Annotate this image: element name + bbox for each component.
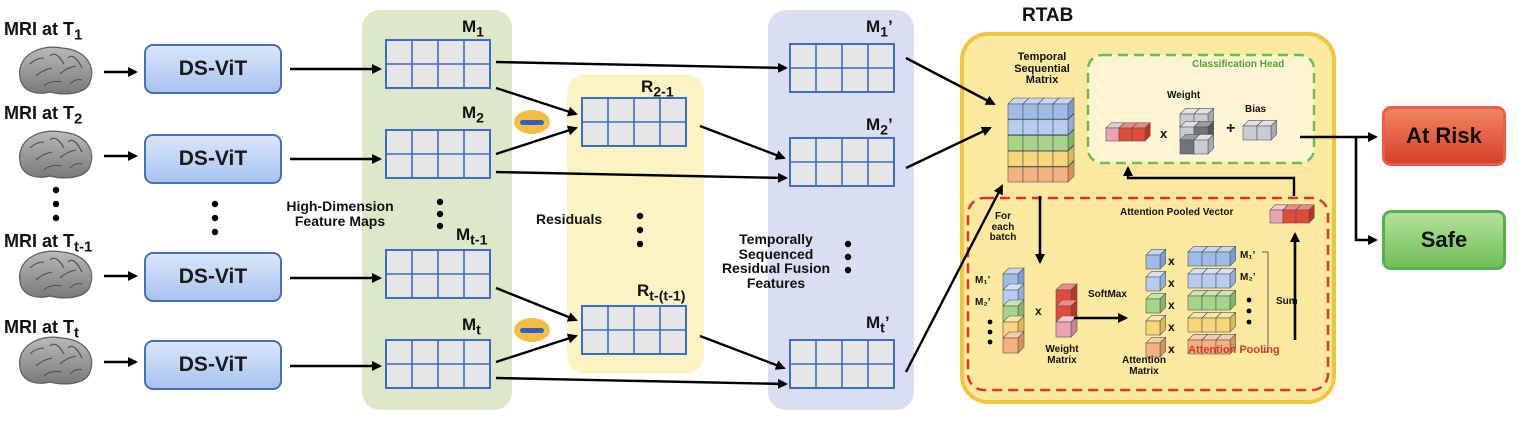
fusion-label-1: M1’ [866,17,893,41]
sum-bracket [1262,251,1269,353]
head-plus-sign: + [1226,120,1236,137]
ellipsis-residuals [636,212,644,248]
feature-map-grid-2 [385,129,491,179]
bias-label: Bias [1245,104,1267,115]
fusion-panel [768,10,914,410]
head-input-vector [1105,122,1151,142]
ellipsis-mri [52,186,60,222]
feature-map-label-1: M1 [462,17,485,41]
feature-map-grid-4 [385,339,491,389]
ellipsis-dsvit [211,200,219,236]
mri-label-t: MRI at Tt [4,317,79,342]
attention-pooled-vector-label: Attention Pooled Vector [1120,207,1234,218]
attn-row-label-1: M₁’ [1240,250,1256,261]
temporal-sequential-matrix [1007,97,1075,183]
ellipsis-attention [1246,297,1252,325]
attention-row-5 [1187,333,1237,355]
subtract-operator-2 [514,318,550,342]
mri-label-t2: MRI at T2 [4,103,83,128]
brain-mri-tminus1 [19,250,93,299]
ellipsis-batch [987,319,993,345]
feature-map-label-2: M2 [462,103,485,127]
arrow-m1-to-m1prime [495,60,788,73]
feature-map-panel [362,10,512,410]
ellipsis-fusion [844,240,852,274]
head-bias-vector [1242,119,1278,141]
batch-row-label-2: M₂’ [975,297,991,308]
arrow-mt1-to-rt [495,286,578,322]
attention-row-3 [1187,289,1237,311]
arrow-head-to-safe [1354,137,1378,245]
ds-vit-block-1: DS-ViT [144,44,282,94]
feature-map-grid-3 [385,249,491,299]
head-weight-matrix [1179,107,1215,155]
feature-map-grid-1 [385,39,491,89]
arrow-m2prime-to-tsm [905,126,992,170]
mri-label-tminus1: MRI at Tt-1 [4,231,93,256]
attention-matrix-column [1145,248,1167,358]
arrow-m1-to-r21 [495,86,578,117]
batch-row-label-1: M₁’ [975,275,991,286]
safe-output: Safe [1382,210,1506,270]
attention-pooling-box [966,196,1330,392]
at-risk-output: At Risk [1382,106,1506,166]
arrow-pooled-to-head [1123,166,1296,196]
fusion-grid-3 [789,339,895,389]
feature-map-label-tminus1: Mt-1 [456,225,488,249]
weight-label: Weight [1167,90,1201,101]
attention-pooling-title: Attention Pooling [1188,344,1280,356]
batch-times-sign: x [1035,304,1042,318]
sum-label: Sum [1276,296,1298,307]
residual-grid-1 [581,97,687,147]
arrow-rt-to-mtprime [699,334,786,370]
rtab-title: RTAB [1022,5,1074,26]
ellipsis-feature-maps [436,198,444,230]
attention-row-1 [1187,245,1237,267]
arrow-m1prime-to-tsm [905,56,996,106]
fusion-label-2: M2’ [866,115,893,139]
residuals-caption: Residuals [536,211,603,227]
arrow-mt-to-rt [495,333,578,364]
residual-grid-2 [581,305,687,355]
fusion-grid-2 [789,137,895,187]
residual-panel [567,74,704,374]
fusion-grid-1 [789,43,895,93]
attn-row-label-2: M₂’ [1240,272,1256,283]
softmax-label: SoftMax [1088,289,1127,300]
classification-head-title: Classification Head [1192,59,1285,70]
attention-row-2 [1187,267,1237,289]
brain-mri-t2 [19,130,93,179]
batch-feature-column [1002,267,1025,354]
arrow-r21-to-m2prime [699,124,786,160]
residual-label-2-1: R2-1 [641,77,674,101]
ds-vit-block-4: DS-ViT [144,340,282,390]
brain-mri-t [19,336,93,385]
residual-label-t: Rt-(t-1) [637,281,686,305]
ds-vit-block-3: DS-ViT [144,252,282,302]
attention-row-4 [1187,311,1237,333]
arrow-m2-to-r21 [495,125,578,156]
brain-mri-t1 [19,46,93,95]
head-times-sign: x [1160,126,1168,141]
arrow-mt-to-mtprime [495,376,788,389]
arrow-mtprime-to-tsm [904,184,1004,373]
ds-vit-block-2: DS-ViT [144,134,282,184]
attention-pooled-vector [1269,204,1315,224]
fusion-label-t: Mt’ [866,313,890,337]
subtract-operator-1 [514,110,550,134]
arrow-m2-to-m2prime [495,170,788,183]
feature-map-label-t: Mt [462,315,481,339]
mri-label-t1: MRI at T1 [4,19,83,44]
attention-weight-vector [1055,283,1078,338]
